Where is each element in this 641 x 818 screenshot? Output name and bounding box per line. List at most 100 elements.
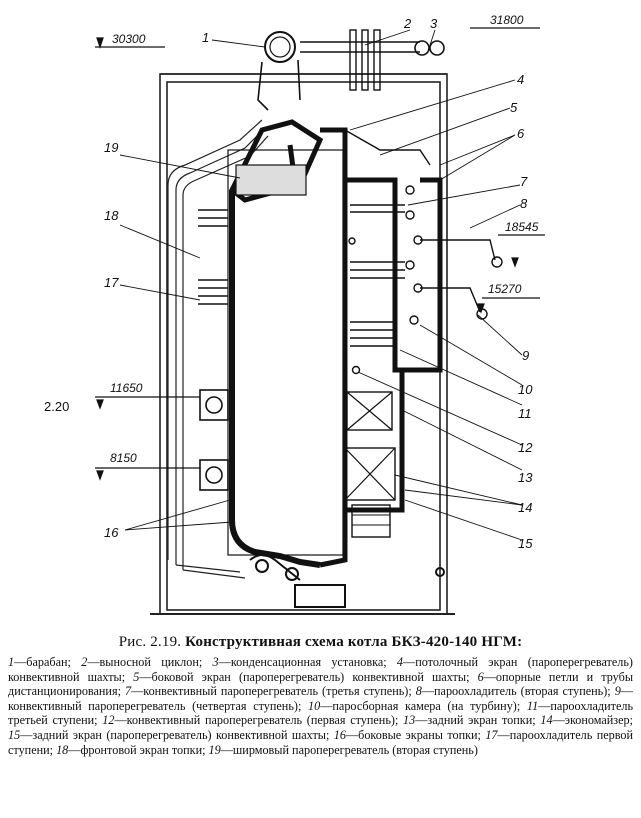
legend-item-text: —боковой экран (пароперегреватель) конве… — [139, 669, 478, 684]
legend-item-text: —конденсационная установка; — [218, 655, 397, 669]
legend-item-number: 7 — [124, 684, 132, 699]
legend-item-number: 18 — [56, 742, 69, 757]
legend-item: 11—пароохладитель третьей ступени; — [8, 699, 633, 728]
legend-item-number: 2 — [81, 655, 88, 669]
figure-number: Рис. 2.19. — [118, 634, 182, 650]
legend-item: 15—задний экран (пароперегреватель) конв… — [8, 728, 334, 742]
callout-3: 3 — [430, 16, 438, 31]
legend-item-text: —экономайзер; — [552, 713, 634, 728]
legend-item: 7—конвективный пароперегреватель (третья… — [125, 684, 416, 698]
callout-16: 16 — [104, 525, 119, 540]
casing-lines — [167, 119, 269, 579]
callout-8: 8 — [520, 196, 528, 211]
legend-item: 17—пароохладитель первой ступени; — [8, 728, 633, 757]
drum — [257, 31, 301, 111]
callout-labels: 1 2 3 4 5 6 7 8 9 10 11 12 13 14 15 16 1… — [104, 16, 533, 551]
legend-item-text: —конвективный пароперегреватель (третья … — [131, 684, 416, 699]
elevation-30300: 30300 — [112, 32, 146, 46]
callout-9: 9 — [522, 348, 529, 363]
legend-item-text: —пароохладитель первой ступени; — [8, 727, 634, 757]
legend-item: 1—барабан; — [8, 655, 81, 669]
elevation-labels: 30300 31800 18545 15270 11650 8150 — [110, 13, 539, 465]
legend-item-number: 8 — [415, 684, 422, 699]
elevation-15270: 15270 — [488, 282, 522, 296]
legend-item-text: —конвективный пароперегреватель (четверт… — [8, 684, 633, 713]
callout-14: 14 — [518, 500, 532, 515]
legend-item-text: —опорные петли и трубы дистанционировани… — [8, 669, 634, 699]
legend-item-number: 5 — [133, 669, 140, 684]
legend-item-text: —задний экран (пароперегреватель) конвек… — [20, 727, 334, 742]
legend-item-number: 15 — [8, 727, 21, 742]
boiler-schematic: 1 2 3 4 5 6 7 8 9 10 11 12 13 14 15 16 1… — [44, 13, 545, 615]
callout-19: 19 — [104, 140, 118, 155]
steel-frame — [150, 73, 455, 615]
legend-item-number: 6 — [477, 669, 484, 684]
legend-item-text: —пароохладитель третьей ступени; — [8, 698, 633, 728]
legend-item-number: 17 — [485, 727, 498, 742]
legend-item-number: 13 — [403, 713, 416, 728]
bottom-collectors — [249, 554, 445, 608]
cyclones — [300, 29, 420, 91]
legend-item: 4—потолочный экран (пароперегреватель) к… — [8, 655, 633, 684]
legend-item-number: 11 — [526, 698, 539, 713]
callout-13: 13 — [518, 470, 533, 485]
legend-item: 8—пароохладитель (вторая ступень); — [416, 684, 615, 698]
legend-item: 14—экономайзер; — [540, 713, 633, 727]
superheater-coils — [348, 185, 503, 375]
furnace — [227, 119, 344, 568]
figure-title: Конструктивная схема котла БКЗ-420-140 Н… — [185, 634, 523, 650]
legend-item-text: —выносной циклон; — [87, 655, 213, 669]
legend-item: 19—ширмовый пароперегреватель (вторая ст… — [209, 743, 478, 757]
callout-7: 7 — [520, 174, 528, 189]
figure-legend: 1—барабан; 2—выносной циклон; 3—конденса… — [8, 655, 633, 757]
legend-item-text: —задний экран топки; — [415, 713, 541, 728]
elevation-18545: 18545 — [505, 220, 539, 234]
legend-item-text: —пароохладитель (вторая ступень); — [421, 684, 615, 699]
callout-18: 18 — [104, 208, 119, 223]
callout-2: 2 — [403, 16, 412, 31]
legend-item-text: —потолочный экран (пароперегреватель) ко… — [8, 655, 633, 684]
legend-item-text: —барабан; — [14, 655, 82, 669]
legend-item-text: —ширмовый пароперегреватель (вторая ступ… — [220, 742, 478, 757]
legend-item: 3—конденсационная установка; — [213, 655, 397, 669]
legend-item: 13—задний экран топки; — [403, 713, 540, 727]
legend-item-text: —конвективный пароперегреватель (первая … — [114, 713, 404, 728]
legend-item-number: 3 — [212, 655, 219, 669]
legend-item-number: 1 — [8, 655, 15, 669]
legend-item-number: 19 — [208, 742, 221, 757]
legend-item-number: 9 — [614, 684, 621, 699]
elevation-8150: 8150 — [110, 451, 137, 465]
callout-11: 11 — [518, 406, 532, 421]
figure-caption: Рис. 2.19. Конструктивная схема котла БК… — [8, 634, 633, 757]
elevation-marks — [95, 27, 545, 481]
legend-item: 2—выносной циклон; — [81, 655, 212, 669]
callout-10: 10 — [518, 382, 533, 397]
caption-title: Рис. 2.19. Конструктивная схема котла БК… — [8, 634, 633, 651]
callout-4: 4 — [517, 72, 524, 87]
legend-item: 12—конвективный пароперегреватель (перва… — [102, 713, 403, 727]
legend-item-text: —фронтовой экран топки; — [68, 742, 209, 757]
callout-5: 5 — [510, 100, 518, 115]
legend-item-text: —боковые экраны топки; — [345, 727, 486, 742]
elevation-31800: 31800 — [490, 13, 524, 27]
callout-6: 6 — [517, 126, 525, 141]
callout-12: 12 — [518, 440, 533, 455]
figure-side-label: 2.20 — [44, 399, 69, 414]
legend-item-number: 10 — [308, 698, 321, 713]
callout-15: 15 — [518, 536, 533, 551]
elevation-11650: 11650 — [110, 381, 143, 395]
legend-item: 10—паросборная камера (на турбину); — [308, 699, 527, 713]
condensing-unit — [414, 40, 445, 56]
legend-item: 16—боковые экраны топки; — [334, 728, 486, 742]
legend-item: 6—опорные петли и трубы дистанционирован… — [8, 670, 633, 699]
callout-17: 17 — [104, 275, 119, 290]
legend-item-number: 14 — [540, 713, 553, 728]
callout-1: 1 — [202, 30, 209, 45]
legend-item-text: —паросборная камера (на турбину); — [320, 698, 527, 713]
leader-lines — [119, 29, 523, 541]
convective-shaft — [319, 127, 443, 568]
legend-item: 18—фронтовой экран топки; — [56, 743, 208, 757]
legend-item-number: 4 — [396, 655, 404, 669]
legend-item-number: 12 — [102, 713, 115, 728]
legend-item: 5—боковой экран (пароперегреватель) конв… — [133, 670, 477, 684]
